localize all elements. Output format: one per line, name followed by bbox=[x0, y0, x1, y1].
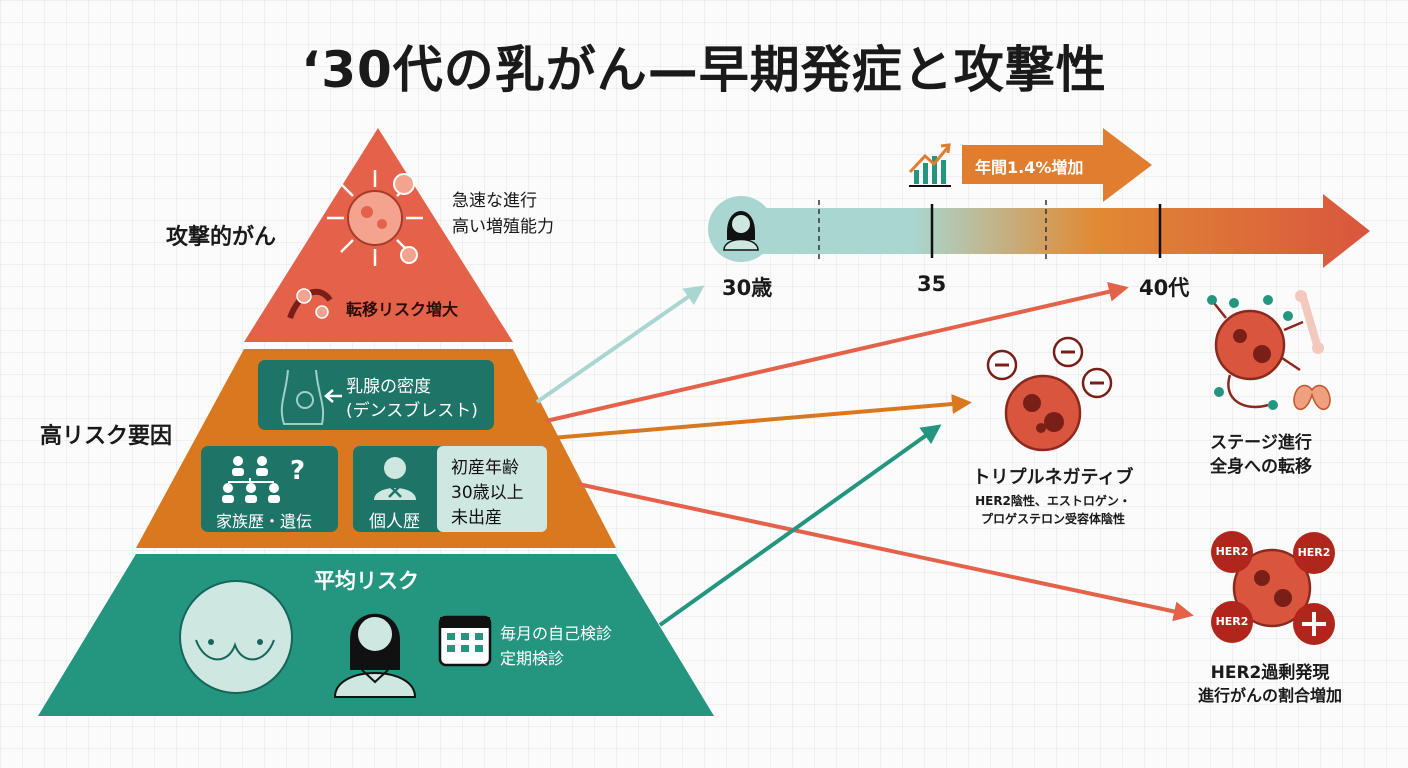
label-aggressive-cancer: 攻撃的がん bbox=[166, 225, 277, 250]
question-mark-icon: ? bbox=[290, 456, 306, 486]
arrow-to-triple-negative bbox=[551, 394, 972, 440]
torso-icon bbox=[280, 369, 325, 425]
her2-badge-label: HER2 bbox=[1215, 545, 1249, 558]
her2-badge-label: HER2 bbox=[1215, 615, 1249, 628]
timeline-label-35: 35 bbox=[917, 272, 947, 296]
triple-negative-cell-icon bbox=[1004, 374, 1082, 452]
arrow-left-icon bbox=[324, 389, 342, 403]
stage-progression-line1: ステージ進行 bbox=[1210, 433, 1312, 453]
page-title: ‘30代の乳がん—早期発症と攻撃性 bbox=[301, 41, 1107, 99]
advanced-cancer-ratio-label: 進行がんの割合増加 bbox=[1197, 686, 1342, 705]
average-risk-label: 平均リスク bbox=[314, 569, 419, 593]
arrow-to-age-30 bbox=[535, 285, 705, 404]
triple-negative-line2: プロゲステロン受容体陰性 bbox=[980, 512, 1125, 526]
reproductive-line2: 30歳以上 bbox=[451, 483, 524, 503]
note-rapid-progression: 急速な進行 bbox=[452, 191, 537, 211]
plus-icon bbox=[1302, 612, 1326, 636]
reproductive-line1: 初産年齢 bbox=[451, 458, 519, 478]
stage-progression-icon bbox=[1207, 290, 1331, 410]
regular-screening-label: 定期検診 bbox=[500, 649, 565, 668]
woman-avatar-icon bbox=[333, 613, 417, 698]
her2-badge-label: HER2 bbox=[1297, 546, 1331, 559]
self-check-label: 毎月の自己検診 bbox=[500, 624, 613, 643]
arrow-to-her2 bbox=[577, 482, 1194, 622]
note-high-proliferation: 高い増殖能力 bbox=[452, 217, 554, 237]
arrow-to-triple-negative-bottom bbox=[658, 424, 942, 627]
breast-outline-icon bbox=[179, 580, 293, 694]
her2-cell-icon bbox=[1232, 548, 1312, 628]
person-icon bbox=[374, 457, 416, 500]
timeline-label-30: 30歳 bbox=[722, 276, 773, 300]
trend-label: 年間1.4%増加 bbox=[975, 158, 1084, 177]
stage-progression-line2: 全身への転移 bbox=[1210, 457, 1312, 477]
triple-negative-line1: HER2陰性、エストロゲン・ bbox=[975, 494, 1131, 508]
metastasis-risk-label: 転移リスク増大 bbox=[346, 300, 459, 319]
density-line2: (デンスブレスト) bbox=[346, 401, 478, 421]
family-tree-icon bbox=[222, 456, 280, 503]
label-high-risk-factors: 高リスク要因 bbox=[40, 424, 173, 449]
reproductive-line3: 未出産 bbox=[451, 508, 502, 528]
timeline-label-40s: 40代 bbox=[1139, 276, 1190, 300]
calendar-icon bbox=[438, 615, 492, 667]
arrow-to-40s bbox=[545, 281, 1129, 423]
timeline-avatar bbox=[708, 196, 774, 262]
timeline-bar bbox=[760, 194, 1370, 268]
family-history-label: 家族歴・遺伝 bbox=[216, 512, 313, 531]
density-line1: 乳腺の密度 bbox=[346, 377, 431, 397]
trend-arrow bbox=[962, 128, 1152, 202]
personal-history-label: 個人歴 bbox=[369, 512, 420, 532]
trend-chart-icon bbox=[908, 143, 951, 187]
her2-overexpression-label: HER2過剰発現 bbox=[1210, 663, 1330, 683]
triple-negative-title: トリプルネガティブ bbox=[972, 467, 1134, 488]
metastasis-icon bbox=[287, 288, 333, 320]
reproductive-panel bbox=[437, 446, 547, 532]
aggressive-cell-icon bbox=[327, 170, 423, 266]
